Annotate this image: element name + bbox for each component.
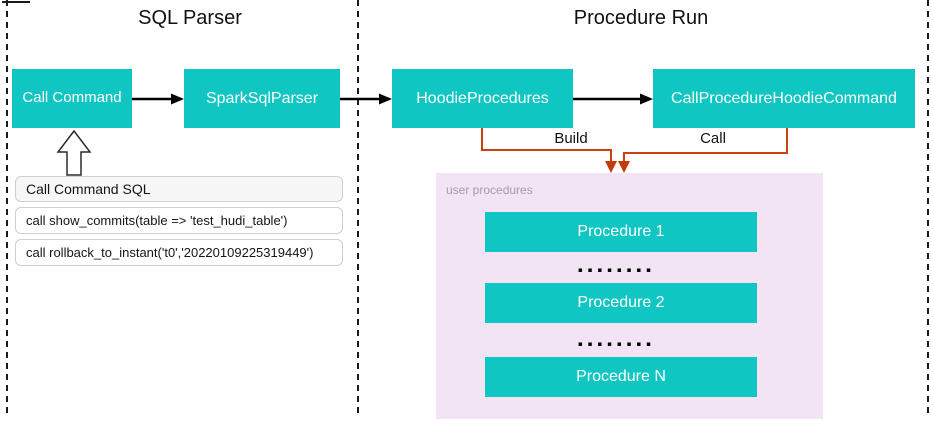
arrowhead-callcommand-to-sparksqlparser [171,93,184,105]
hollow-up-arrow-icon [56,129,92,176]
node-procedure-n: Procedure N [485,357,757,397]
node-procedure-2: Procedure 2 [485,283,757,323]
node-sparksqlparser: SparkSqlParser [184,69,340,128]
build-connector-arrowhead [605,161,617,173]
call-connector-line [623,128,788,163]
call-connector-arrowhead [618,161,630,173]
node-callprocedurehoodiecommand: CallProcedureHoodieCommand [653,69,915,128]
sql-statement-rollback-to-instant: call rollback_to_instant('t0','202201092… [15,239,343,266]
node-call-command: Call Command [12,69,132,128]
section-title-procedure-run: Procedure Run [573,7,709,29]
ellipsis-dots: ▪▪▪▪▪▪▪▪ [578,340,656,348]
sql-box-header: Call Command SQL [15,176,343,202]
arrowhead-sparksqlparser-to-hoodieprocedures [379,93,392,105]
section-title-sql-parser: SQL Parser [138,7,242,29]
node-hoodieprocedures: HoodieProcedures [392,69,573,128]
sql-statement-show-commits: call show_commits(table => 'test_hudi_ta… [15,207,343,234]
edge-label-build: Build [554,130,588,147]
user-procedures-panel: user procedures Procedure 1 ▪▪▪▪▪▪▪▪ Pro… [436,173,823,419]
user-procedures-label: user procedures [446,183,533,197]
build-connector-line [481,128,612,163]
ellipsis-dots: ▪▪▪▪▪▪▪▪ [578,266,656,274]
arrowhead-hoodieprocedures-to-callprocedure [640,93,653,105]
node-procedure-1: Procedure 1 [485,212,757,252]
edge-label-call: Call [700,130,726,147]
